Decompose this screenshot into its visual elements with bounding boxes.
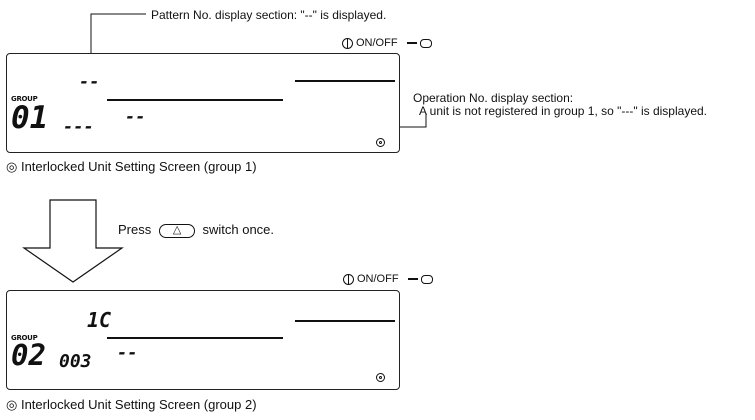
onoff-label: ON/OFF bbox=[357, 273, 399, 285]
onoff-indicator-2: ON/OFF bbox=[343, 273, 433, 285]
power-icon bbox=[342, 37, 353, 49]
pattern-number: 1C bbox=[87, 308, 112, 332]
double-circle-icon: ◎ bbox=[6, 397, 18, 412]
group-number: 02 bbox=[11, 338, 46, 372]
display-indicator-icon bbox=[376, 138, 385, 147]
press-instruction: Press switch once. bbox=[118, 223, 274, 238]
operation-annotation-title: Operation No. display section: bbox=[413, 91, 574, 105]
onoff-label: ON/OFF bbox=[356, 37, 398, 49]
display-indicator-icon bbox=[376, 373, 385, 382]
caption-screen2: ◎ Interlocked Unit Setting Screen (group… bbox=[6, 398, 257, 412]
onoff-dash bbox=[406, 42, 417, 44]
onoff-indicator-1: ON/OFF bbox=[342, 37, 432, 49]
group-label: GROUP bbox=[11, 95, 38, 103]
segment-line-right bbox=[295, 320, 395, 322]
up-switch-icon bbox=[158, 223, 195, 238]
double-circle-icon: ◎ bbox=[6, 159, 18, 174]
segment-line-right bbox=[295, 80, 395, 82]
onoff-dash bbox=[407, 278, 418, 280]
press-text: Press bbox=[118, 222, 152, 237]
group-number: 01 bbox=[11, 100, 49, 136]
pattern-number: -- bbox=[79, 72, 100, 92]
extra-segment: -- bbox=[125, 107, 146, 127]
caption-text: Interlocked Unit Setting Screen (group 1… bbox=[20, 159, 257, 174]
onoff-lamp-icon bbox=[420, 274, 433, 284]
power-icon bbox=[343, 273, 354, 285]
lcd-screen-group2: GROUP 02 1C 003 -- bbox=[6, 290, 400, 390]
operation-number: 003 bbox=[59, 351, 92, 372]
onoff-lamp-icon bbox=[419, 38, 432, 48]
operation-number: --- bbox=[63, 117, 94, 137]
extra-segment: -- bbox=[117, 343, 138, 363]
group-label: GROUP bbox=[11, 334, 38, 342]
lcd-screen-group1: GROUP 01 -- --- -- bbox=[6, 53, 400, 153]
segment-line-long bbox=[107, 337, 283, 339]
caption-text: Interlocked Unit Setting Screen (group 2… bbox=[20, 397, 257, 412]
segment-line-long bbox=[107, 99, 283, 101]
operation-annotation-detail: A unit is not registered in group 1, so … bbox=[419, 104, 707, 118]
press-text-after: switch once. bbox=[202, 222, 275, 237]
caption-screen1: ◎ Interlocked Unit Setting Screen (group… bbox=[6, 160, 257, 174]
pattern-annotation: Pattern No. display section: "--" is dis… bbox=[151, 8, 387, 22]
